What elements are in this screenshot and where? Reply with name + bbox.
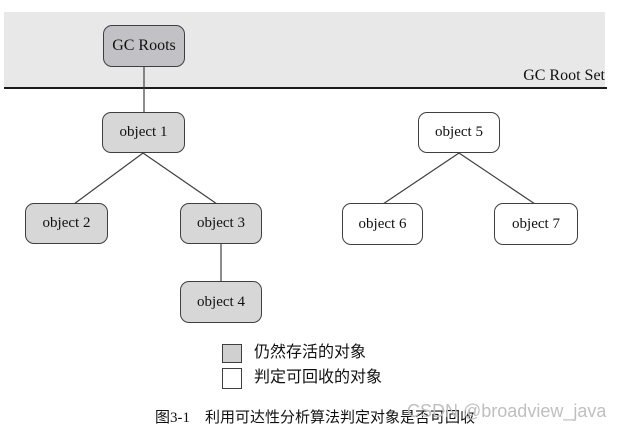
- node-gc-roots-label: GC Roots: [112, 37, 176, 54]
- gc-root-set-label: GC Root Set: [523, 67, 605, 84]
- node-object-1-label: object 1: [119, 124, 168, 140]
- legend-swatch-collectable: [222, 368, 242, 389]
- node-object-4-label: object 4: [197, 293, 245, 310]
- node-object-5-label: object 5: [435, 124, 483, 140]
- node-object-5: object 5: [418, 112, 500, 153]
- edge-object1-object3: [142, 152, 218, 205]
- node-object-7-label: object 7: [512, 215, 560, 232]
- figure-caption: 图3-1 利用可达性分析算法判定对象是否可回收: [155, 410, 475, 426]
- edge-object5-object7: [458, 152, 536, 205]
- csdn-watermark: CSDN @broadview_java: [407, 401, 607, 421]
- node-object-4: object 4: [180, 281, 262, 323]
- node-object-7: object 7: [494, 203, 578, 245]
- legend-swatch-alive: [222, 344, 242, 363]
- node-object-6-label: object 6: [358, 215, 407, 232]
- node-object-1: object 1: [102, 112, 185, 153]
- node-gc-roots: GC Roots: [103, 25, 185, 67]
- node-object-3-label: object 3: [197, 215, 245, 231]
- root-set-divider-line: [4, 87, 607, 89]
- node-object-3: object 3: [180, 203, 262, 244]
- node-object-6: object 6: [342, 203, 423, 245]
- edge-object1-object2: [73, 152, 144, 205]
- legend-label-alive: 仍然存活的对象: [254, 344, 367, 361]
- edge-object5-object6: [382, 152, 460, 205]
- node-object-2: object 2: [25, 203, 108, 244]
- legend-label-collectable: 判定可回收的对象: [254, 369, 383, 386]
- node-object-2-label: object 2: [42, 215, 91, 231]
